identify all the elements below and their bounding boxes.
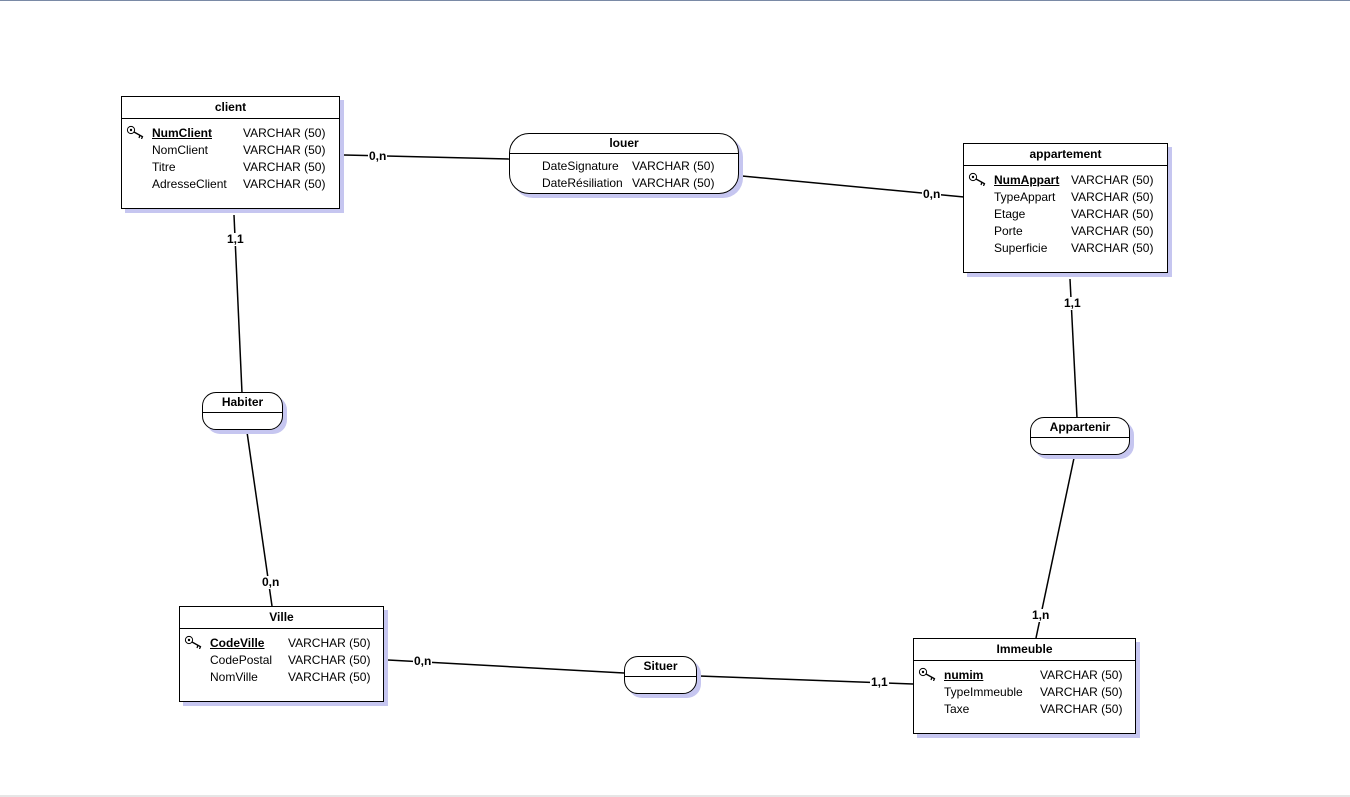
attribute-type: VARCHAR (50) xyxy=(632,159,715,173)
attribute-name: CodePostal xyxy=(210,653,273,667)
attribute-type: VARCHAR (50) xyxy=(1071,207,1154,221)
relation-title: Situer xyxy=(625,657,696,677)
attribute-row: Taxe VARCHAR (50) xyxy=(914,701,1135,718)
cardinality-immeuble-appartenir: 1,n xyxy=(1031,608,1051,622)
attribute-type: VARCHAR (50) xyxy=(1071,190,1154,204)
key-icon xyxy=(918,667,936,681)
attribute-name: CodeVille xyxy=(210,636,265,650)
entity-ville[interactable]: Ville CodeVille VARCHAR (50) CodePostal … xyxy=(179,606,384,702)
relation-title: Appartenir xyxy=(1031,418,1129,438)
attribute-type: VARCHAR (50) xyxy=(1071,173,1154,187)
attribute-row: numim VARCHAR (50) xyxy=(914,667,1135,684)
attribute-name: numim xyxy=(944,668,984,682)
key-icon xyxy=(126,125,144,139)
link-appartenir-immeuble xyxy=(1035,457,1075,639)
attribute-name: NumClient xyxy=(152,126,212,140)
key-icon xyxy=(968,172,986,186)
attribute-type: VARCHAR (50) xyxy=(632,176,715,190)
key-icon xyxy=(184,635,202,649)
relation-louer[interactable]: louer DateSignature VARCHAR (50) DateRés… xyxy=(509,133,739,194)
attribute-type: VARCHAR (50) xyxy=(243,160,326,174)
attribute-type: VARCHAR (50) xyxy=(243,143,326,157)
attribute-type: VARCHAR (50) xyxy=(1071,241,1154,255)
attribute-name: Etage xyxy=(994,207,1026,221)
attribute-row: NomVille VARCHAR (50) xyxy=(180,669,383,686)
attribute-type: VARCHAR (50) xyxy=(288,653,371,667)
attribute-row: CodeVille VARCHAR (50) xyxy=(180,635,383,652)
window-bottom-border xyxy=(0,795,1350,797)
attribute-row: Superficie VARCHAR (50) xyxy=(964,240,1167,257)
relation-attribute-row: DateRésiliation VARCHAR (50) xyxy=(510,175,738,192)
cardinality-appartement-appartenir: 1,1 xyxy=(1063,296,1082,310)
attribute-row: AdresseClient VARCHAR (50) xyxy=(122,176,339,193)
attribute-type: VARCHAR (50) xyxy=(1040,668,1123,682)
cardinality-ville-habiter: 0,n xyxy=(261,575,281,589)
entity-client[interactable]: client NumClient VARCHAR (50) NomClient … xyxy=(121,96,340,209)
attribute-name: Superficie xyxy=(994,241,1048,255)
relation-situer[interactable]: Situer xyxy=(624,656,697,694)
attribute-type: VARCHAR (50) xyxy=(1040,702,1123,716)
attribute-name: TypeImmeuble xyxy=(944,685,1023,699)
relation-attribute-row: DateSignature VARCHAR (50) xyxy=(510,158,738,175)
attribute-type: VARCHAR (50) xyxy=(1040,685,1123,699)
relation-title: louer xyxy=(510,134,738,154)
attribute-row: NomClient VARCHAR (50) xyxy=(122,142,339,159)
attribute-name: TypeAppart xyxy=(994,190,1056,204)
entity-appartement[interactable]: appartement NumAppart VARCHAR (50) TypeA… xyxy=(963,143,1168,273)
entity-title: Ville xyxy=(180,607,383,629)
attribute-name: NomClient xyxy=(152,143,209,157)
attribute-name: DateRésiliation xyxy=(542,176,623,190)
attribute-row: NumAppart VARCHAR (50) xyxy=(964,172,1167,189)
attribute-type: VARCHAR (50) xyxy=(1071,224,1154,238)
entity-title: appartement xyxy=(964,144,1167,166)
attribute-row: NumClient VARCHAR (50) xyxy=(122,125,339,142)
entity-title: client xyxy=(122,97,339,119)
cardinality-client-habiter: 1,1 xyxy=(226,232,245,246)
attribute-name: Titre xyxy=(152,160,176,174)
attribute-name: DateSignature xyxy=(542,159,619,173)
attribute-row: Etage VARCHAR (50) xyxy=(964,206,1167,223)
cardinality-client-louer: 0,n xyxy=(368,149,388,163)
attribute-name: NumAppart xyxy=(994,173,1060,187)
attribute-type: VARCHAR (50) xyxy=(288,636,371,650)
attribute-row: CodePostal VARCHAR (50) xyxy=(180,652,383,669)
relation-title: Habiter xyxy=(203,393,282,413)
attribute-name: AdresseClient xyxy=(152,177,227,191)
attribute-type: VARCHAR (50) xyxy=(243,177,326,191)
attribute-row: TypeAppart VARCHAR (50) xyxy=(964,189,1167,206)
attribute-name: NomVille xyxy=(210,670,258,684)
attribute-row: Porte VARCHAR (50) xyxy=(964,223,1167,240)
entity-title: Immeuble xyxy=(914,639,1135,661)
attribute-name: Taxe xyxy=(944,702,970,716)
attribute-type: VARCHAR (50) xyxy=(288,670,371,684)
relation-appartenir[interactable]: Appartenir xyxy=(1030,417,1130,455)
cardinality-appartement-louer: 0,n xyxy=(922,187,942,201)
cardinality-immeuble-situer: 1,1 xyxy=(870,675,889,689)
window-top-border xyxy=(0,0,1350,1)
attribute-name: Porte xyxy=(994,224,1023,238)
attribute-type: VARCHAR (50) xyxy=(243,126,326,140)
attribute-row: Titre VARCHAR (50) xyxy=(122,159,339,176)
attribute-row: TypeImmeuble VARCHAR (50) xyxy=(914,684,1135,701)
relation-habiter[interactable]: Habiter xyxy=(202,392,283,430)
entity-immeuble[interactable]: Immeuble numim VARCHAR (50) TypeImmeuble… xyxy=(913,638,1136,734)
cardinality-ville-situer: 0,n xyxy=(413,654,433,668)
